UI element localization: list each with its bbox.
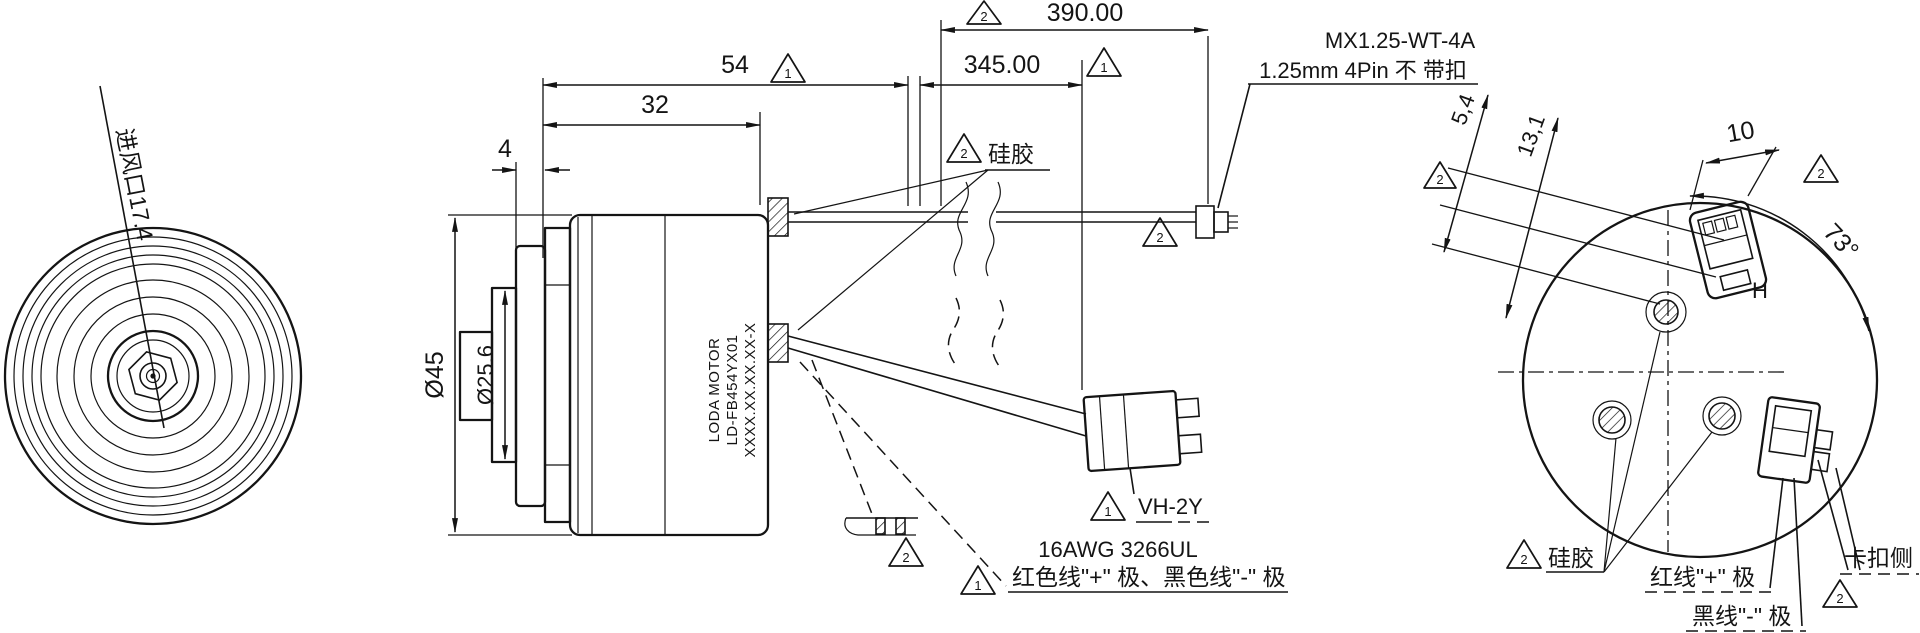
flag-triangle-2: 2 (966, 0, 1002, 25)
latch-side-callout: 卡扣侧 2 (1817, 459, 1919, 608)
bottom-wire (787, 297, 1087, 437)
dim-390-label: 390.00 (1047, 0, 1123, 27)
silicone-callout: 2 硅胶 (793, 133, 1050, 331)
svg-text:2: 2 (1836, 591, 1843, 606)
top-wire (788, 181, 1196, 277)
vh2y-label: VH-2Y (1138, 494, 1203, 519)
silicone-boss-right (1702, 396, 1742, 436)
flag-triangle-1: 1 (1086, 47, 1122, 77)
mx-connector (1195, 205, 1238, 239)
silicone-grommet-bottom (767, 323, 789, 363)
svg-text:2: 2 (1817, 166, 1824, 181)
silicone-callout-rear: 2 硅胶 (1506, 331, 1713, 573)
svg-text:1: 1 (974, 578, 981, 593)
svg-text:1: 1 (1100, 60, 1107, 75)
air-inlet-leader-line (99, 85, 165, 429)
svg-text:2: 2 (902, 550, 909, 565)
latch-connector (1757, 396, 1834, 484)
side-view: LODA MOTOR LD-FB454YX01 XXXX.XX.XX.XX-X (421, 0, 1478, 595)
dia-25-6-label: Ø25.6 (473, 345, 498, 405)
silicone-label-rear: 硅胶 (1548, 545, 1594, 571)
svg-text:1: 1 (1104, 504, 1111, 519)
flag-triangle-2: 2 (888, 537, 924, 567)
silicone-grommet-top (767, 197, 789, 237)
silicone-boss-top (1645, 291, 1687, 333)
front-view: 进风口17.4 (3, 85, 303, 526)
connector-h-label: H (1752, 278, 1768, 303)
flag-triangle-1: 1 (770, 53, 806, 83)
dim-54-label: 54 (721, 51, 749, 79)
svg-text:2: 2 (960, 146, 967, 161)
svg-text:2: 2 (1520, 552, 1527, 567)
flag-triangle-2: 2 (1803, 154, 1839, 183)
latch-side-label: 卡扣侧 (1844, 545, 1913, 571)
motor-body (568, 213, 770, 537)
svg-text:2: 2 (1156, 230, 1163, 245)
vh2y-connector (1082, 389, 1203, 473)
dim-13-1-label: 13,1 (1512, 111, 1550, 160)
svg-text:2: 2 (1436, 172, 1443, 187)
red-wire-label: 红线"+" 极 (1650, 564, 1755, 590)
black-wire-label: 黑线"-" 极 (1692, 603, 1791, 629)
motor-label-line1: LODA MOTOR (706, 338, 723, 443)
black-wire-callout: 黑线"-" 极 (1686, 477, 1806, 632)
angle-73-label: 73° (1818, 218, 1864, 265)
svg-text:1: 1 (784, 66, 791, 81)
wire-polarity-label: 红色线"+" 极、黑色线"-" 极 (1012, 564, 1286, 590)
dim-5-4-label: 5,4 (1446, 91, 1480, 128)
phantom-detail (844, 517, 918, 536)
flag-triangle-2: 2 (1142, 217, 1178, 247)
svg-text:2: 2 (980, 9, 987, 24)
silicone-boss-left (1592, 400, 1632, 440)
body-step (543, 226, 572, 524)
dim-4-label: 4 (498, 135, 512, 163)
dim-32-label: 32 (641, 91, 669, 119)
dim-10-label: 10 (1724, 116, 1756, 148)
dim-345-label: 345.00 (964, 51, 1040, 79)
front-flange (514, 244, 547, 508)
connector-spec-line2: 1.25mm 4Pin 不 带扣 (1259, 58, 1467, 83)
mx-spec-callout: MX1.25-WT-4A 1.25mm 4Pin 不 带扣 (1217, 28, 1478, 209)
motor-label-line2: LD-FB454YX01 (724, 334, 741, 445)
motor-label-line3: XXXX.XX.XX.XX-X (742, 322, 759, 457)
connector-spec-line1: MX1.25-WT-4A (1325, 28, 1476, 53)
silicone-label: 硅胶 (988, 141, 1034, 167)
vh2y-callout: 1 VH-2Y (1090, 467, 1212, 523)
wire-gauge-label: 16AWG 3266UL (1038, 537, 1197, 562)
dia-45-label: Ø45 (421, 351, 449, 398)
rear-view: H 10 73° 2 5,4 13,1 2 (1423, 91, 1919, 632)
wire-spec-callout: 1 16AWG 3266UL 红色线"+" 极、黑色线"-" 极 (799, 359, 1288, 595)
red-wire-callout: 红线"+" 极 (1645, 477, 1784, 593)
